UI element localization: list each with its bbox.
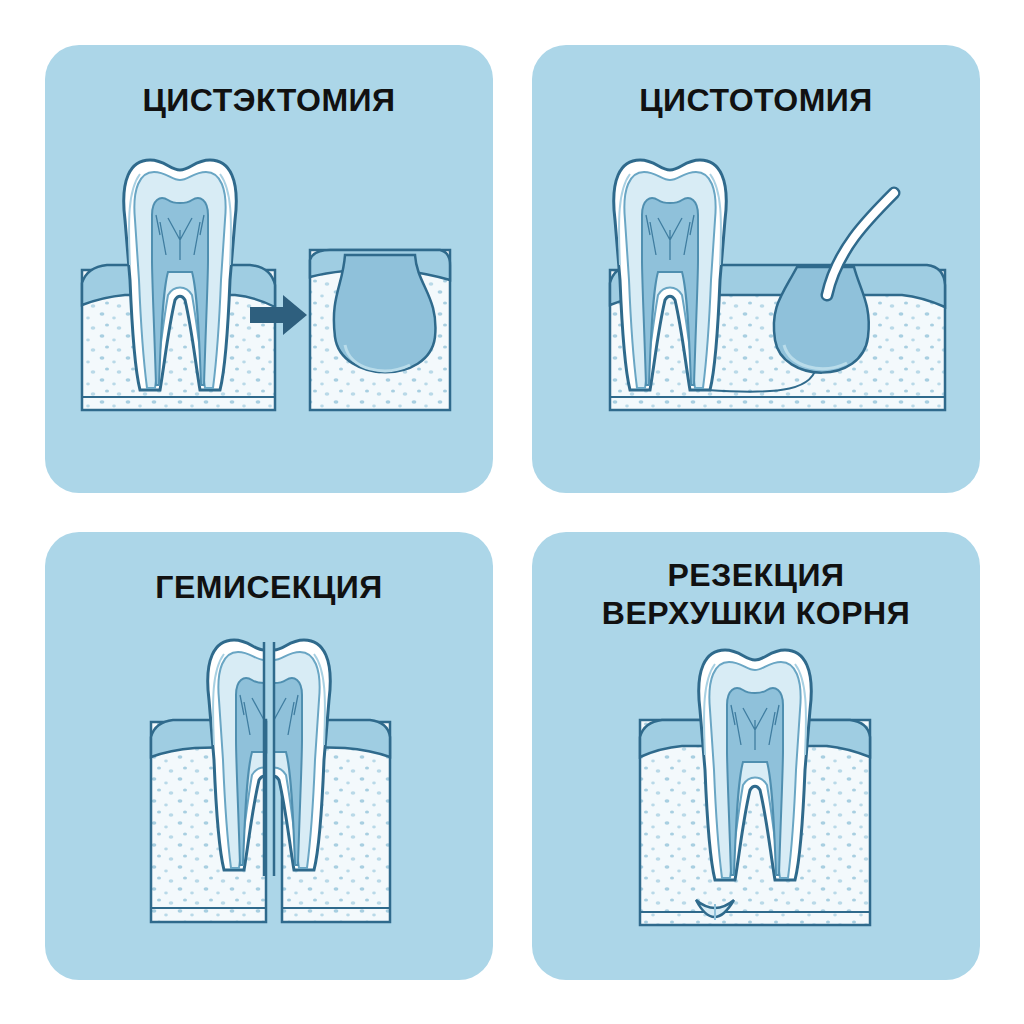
procedure-panel: РЕЗЕКЦИЯ ВЕРХУШКИ КОРНЯ (532, 532, 980, 980)
panel-heading: РЕЗЕКЦИЯ ВЕРХУШКИ КОРНЯ (586, 556, 926, 632)
procedure-panel: ЦИСТЭКТОМИЯ (45, 45, 493, 493)
procedure-panel: ЦИСТОТОМИЯ (532, 45, 980, 493)
panel-heading: ЦИСТЭКТОМИЯ (64, 81, 474, 119)
panel-heading: ЦИСТОТОМИЯ (551, 81, 961, 119)
panel-heading: ГЕМИСЕКЦИЯ (64, 568, 474, 606)
procedure-panel: ГЕМИСЕКЦИЯ (45, 532, 493, 980)
